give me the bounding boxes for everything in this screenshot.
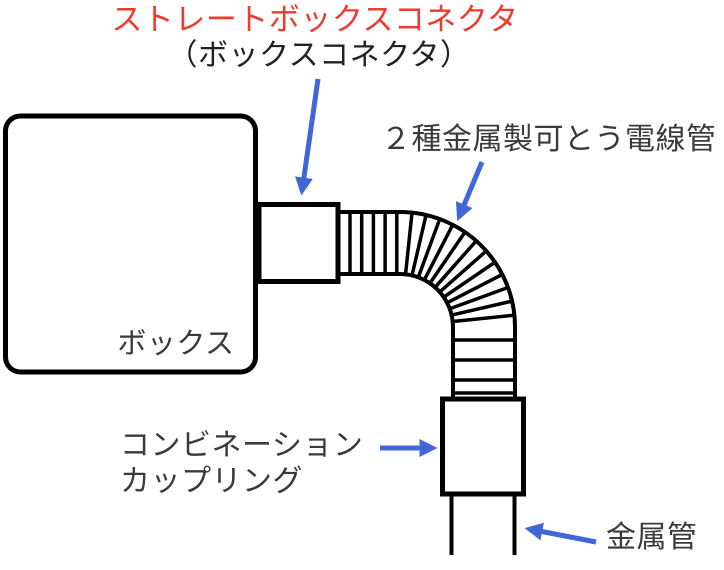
connector-arrow bbox=[294, 78, 321, 196]
conduit-ribs bbox=[348, 212, 515, 395]
label-box-connector-sub: （ボックスコネクタ） bbox=[167, 39, 471, 72]
conduit-arrow bbox=[455, 161, 485, 222]
box-shape bbox=[3, 113, 258, 375]
label-coupling-line1: コンビネーション bbox=[120, 429, 364, 462]
box-connector-shape bbox=[256, 202, 341, 284]
label-metal-pipe: 金属管 bbox=[606, 521, 698, 554]
label-straight-box-connector: ストレートボックスコネクタ bbox=[111, 2, 519, 37]
label-box: ボックス bbox=[117, 328, 235, 360]
label-flexible-conduit: ２種金属製可とう電線管 bbox=[381, 123, 717, 156]
metal-pipe-shape bbox=[449, 492, 517, 555]
annotation-arrows bbox=[294, 78, 597, 545]
label-coupling-line2: カップリング bbox=[120, 465, 303, 498]
metal-pipe-arrow bbox=[524, 522, 597, 545]
combination-coupling-shape bbox=[440, 396, 526, 497]
flexible-conduit-shape bbox=[338, 210, 517, 399]
